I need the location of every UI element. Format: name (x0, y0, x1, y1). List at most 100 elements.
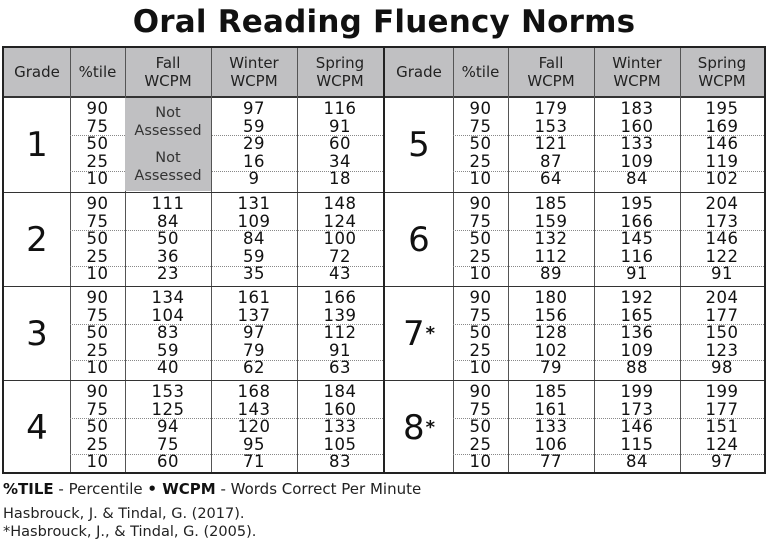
wcpm-value: 98 (711, 358, 733, 378)
wcpm-value: 64 (540, 169, 562, 189)
wcpm-value: 134 (151, 288, 185, 307)
wcpm-value: 89 (540, 264, 562, 284)
wcpm-value: 133 (534, 417, 568, 437)
wcpm-value: 84 (626, 169, 648, 189)
wcpm-value: 137 (237, 305, 271, 325)
percentile-value: 90 (86, 99, 109, 118)
column-divider (594, 48, 595, 472)
wcpm-value: 185 (534, 194, 568, 213)
not-assessed-text: Assessed (134, 167, 202, 184)
percentile-value: 75 (469, 305, 492, 325)
header-line: Spring (315, 54, 365, 72)
wcpm-value: 192 (620, 288, 654, 307)
wcpm-value: 97 (711, 452, 733, 472)
legend-bullet: • (147, 480, 157, 498)
wcpm-value: 139 (323, 305, 357, 325)
wcpm-value: 91 (711, 264, 733, 284)
wcpm-value: 94 (157, 417, 179, 437)
wcpm-value: 111 (151, 194, 185, 213)
wcpm-value: 34 (329, 151, 351, 171)
grade-label: 6 (385, 193, 453, 286)
percentile-value: 25 (469, 246, 492, 266)
percentile-value: 10 (469, 452, 492, 472)
wcpm-value: 146 (620, 417, 654, 437)
page-title: Oral Reading Fluency Norms (132, 4, 636, 40)
wcpm-value: 146 (705, 229, 739, 249)
wcpm-value: 179 (534, 99, 568, 118)
percentile-value: 50 (86, 323, 109, 343)
wcpm-value: 59 (157, 340, 179, 360)
wcpm-value: 177 (705, 305, 739, 325)
wcpm-value: 156 (534, 305, 568, 325)
footnote-asterisk: * (425, 323, 436, 344)
footnote-asterisk: * (425, 417, 436, 438)
percentile-value: 10 (469, 358, 492, 378)
wcpm-value: 95 (243, 434, 265, 454)
dotted-separator (70, 266, 383, 267)
wcpm-value: 109 (620, 340, 654, 360)
percentile-value: 75 (469, 211, 492, 231)
wcpm-value: 168 (237, 382, 271, 401)
grade-number: 8 (402, 407, 425, 448)
dotted-separator (453, 454, 764, 455)
wcpm-value: 160 (620, 116, 654, 136)
dotted-separator (453, 230, 764, 231)
percentile-value: 90 (86, 288, 109, 307)
column-divider (125, 48, 126, 472)
percentile-value: 90 (469, 382, 492, 401)
wcpm-value: 97 (243, 99, 265, 118)
header-line: Winter (612, 54, 662, 72)
grade-number: 7 (402, 313, 425, 354)
dotted-separator (453, 360, 764, 361)
wcpm-value: 153 (534, 116, 568, 136)
wcpm-value: 106 (534, 434, 568, 454)
percentile-value: 90 (469, 194, 492, 213)
wcpm-value: 59 (243, 246, 265, 266)
percentile-value: 10 (469, 169, 492, 189)
wcpm-value: 116 (323, 99, 357, 118)
wcpm-value: 97 (243, 323, 265, 343)
wcpm-value: 109 (620, 151, 654, 171)
wcpm-value: 131 (237, 194, 271, 213)
wcpm-value: 59 (243, 116, 265, 136)
percentile-value: 10 (469, 264, 492, 284)
percentile-value: 90 (469, 288, 492, 307)
percentile-value: 90 (469, 99, 492, 118)
percentile-value: 25 (86, 434, 109, 454)
wcpm-value: 84 (157, 211, 179, 231)
wcpm-value: 165 (620, 305, 654, 325)
grade-label: 7* (385, 287, 453, 380)
column-divider (297, 48, 298, 472)
header-line: WCPM (698, 72, 746, 90)
wcpm-value: 173 (705, 211, 739, 231)
dotted-separator (453, 171, 764, 172)
wcpm-value: 77 (540, 452, 562, 472)
column-divider (383, 48, 385, 472)
wcpm-value: 148 (323, 194, 357, 213)
wcpm-value: 9 (248, 169, 260, 189)
grade-label: 1 (4, 98, 70, 191)
percentile-value: 50 (86, 229, 109, 249)
header-line: Winter (229, 54, 279, 72)
wcpm-value: 195 (620, 194, 654, 213)
dotted-separator (453, 266, 764, 267)
header-line: WCPM (613, 72, 661, 90)
percentile-value: 75 (469, 399, 492, 419)
